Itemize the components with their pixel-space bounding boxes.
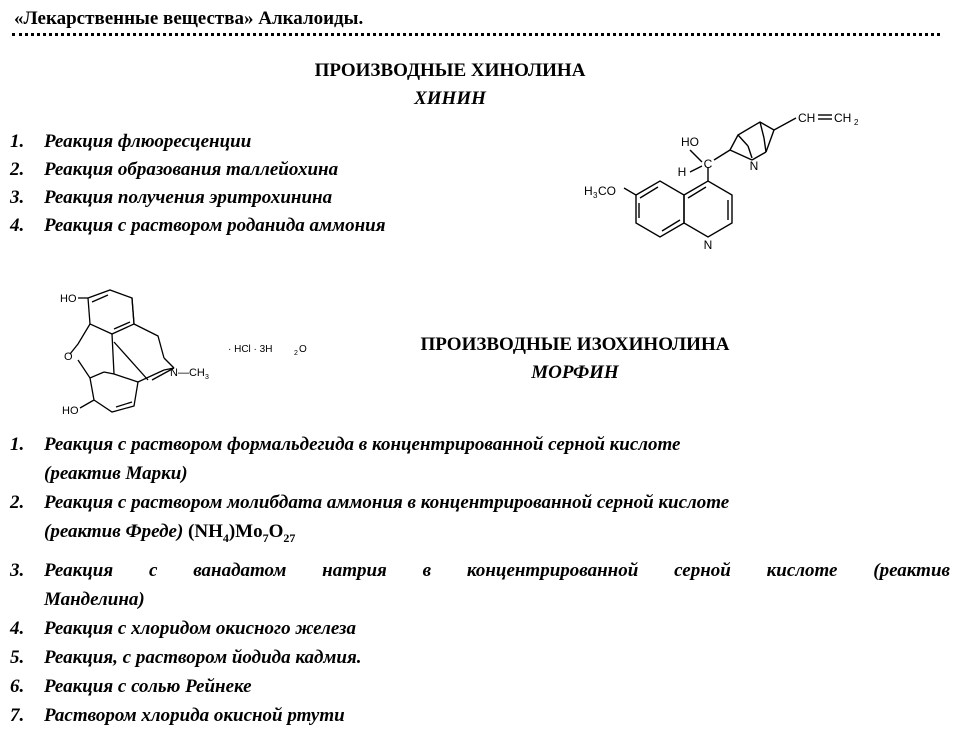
quinine-methoxy-co-label: CO — [598, 184, 616, 198]
morphine-salt-2-label: 2 — [294, 350, 298, 357]
header-dotted-rule — [12, 33, 940, 36]
quinine-vinyl-2-label: 2 — [854, 118, 859, 127]
quinine-h-label: H — [678, 165, 687, 179]
quinoline-section-title: ПРОИЗВОДНЫЕ ХИНОЛИНА — [314, 60, 586, 81]
list-item: 2.Реакция образования таллейохина — [10, 159, 339, 180]
quinine-c-label: C — [704, 157, 713, 171]
morphine-ho-top-label: HO — [60, 293, 77, 305]
list-item: 3. Реакция с ванадатом натрия в концентр… — [10, 560, 950, 610]
morphine-salt-o-label: O — [299, 344, 307, 355]
quinine-methoxy-3-label: 3 — [593, 191, 598, 200]
quinine-vinyl-ch-label: CH — [798, 111, 815, 125]
morphine-reaction-list: 1. Реакция с раствором формальдегида в к… — [10, 430, 950, 730]
quinine-ho-label: HO — [681, 135, 699, 149]
morphine-n-methyl-3-label: 3 — [205, 374, 209, 381]
morphine-ho-bottom-label: HO — [62, 405, 79, 417]
list-item: 6. Реакция с солью Рейнеке — [10, 676, 252, 697]
quinine-n-ring-label: N — [704, 238, 713, 252]
header-title: «Лекарственные вещества» Алкалоиды. — [14, 8, 364, 29]
quinine-vinyl-ch2-label: CH — [834, 111, 851, 125]
list-item: 1.Реакция флюоресценции — [10, 131, 252, 152]
morphine-n-methyl-label: N—CH — [170, 367, 205, 379]
morphine-structure: HO O HO N—CH 3 · HCl · 3H 2 O — [60, 289, 307, 417]
list-item: 4.Реакция с раствором роданида аммония — [10, 215, 386, 236]
quinine-reaction-list: 1.Реакция флюоресценции 2.Реакция образо… — [10, 128, 570, 240]
list-item: 4. Реакция с хлоридом окисного железа — [10, 618, 356, 639]
list-item: 7. Раствором хлорида окисной ртути — [10, 705, 345, 726]
list-item: 3.Реакция получения эритрохинина — [10, 187, 333, 208]
molybdate-formula: (NH4)Mo7O27 — [188, 521, 296, 545]
list-item: 1. Реакция с раствором формальдегида в к… — [10, 434, 681, 484]
list-item: 2. Реакция с раствором молибдата аммония… — [10, 492, 730, 545]
quinine-structure: HO H C N CH CH 2 H 3 CO N — [584, 111, 859, 252]
morphine-subtitle: МОРФИН — [531, 362, 619, 383]
list-item: 5. Реакция, с раствором йодида кадмия. — [10, 647, 362, 668]
quinine-n-bicyclic-label: N — [750, 159, 759, 173]
morphine-salt-label: · HCl · 3H — [228, 344, 272, 355]
morphine-o-bridge-label: O — [64, 351, 73, 363]
isoquinoline-section-title: ПРОИЗВОДНЫЕ ИЗОХИНОЛИНА — [420, 334, 730, 355]
quinine-methoxy-h-label: H — [584, 184, 593, 198]
quinine-subtitle: ХИНИН — [414, 88, 486, 109]
